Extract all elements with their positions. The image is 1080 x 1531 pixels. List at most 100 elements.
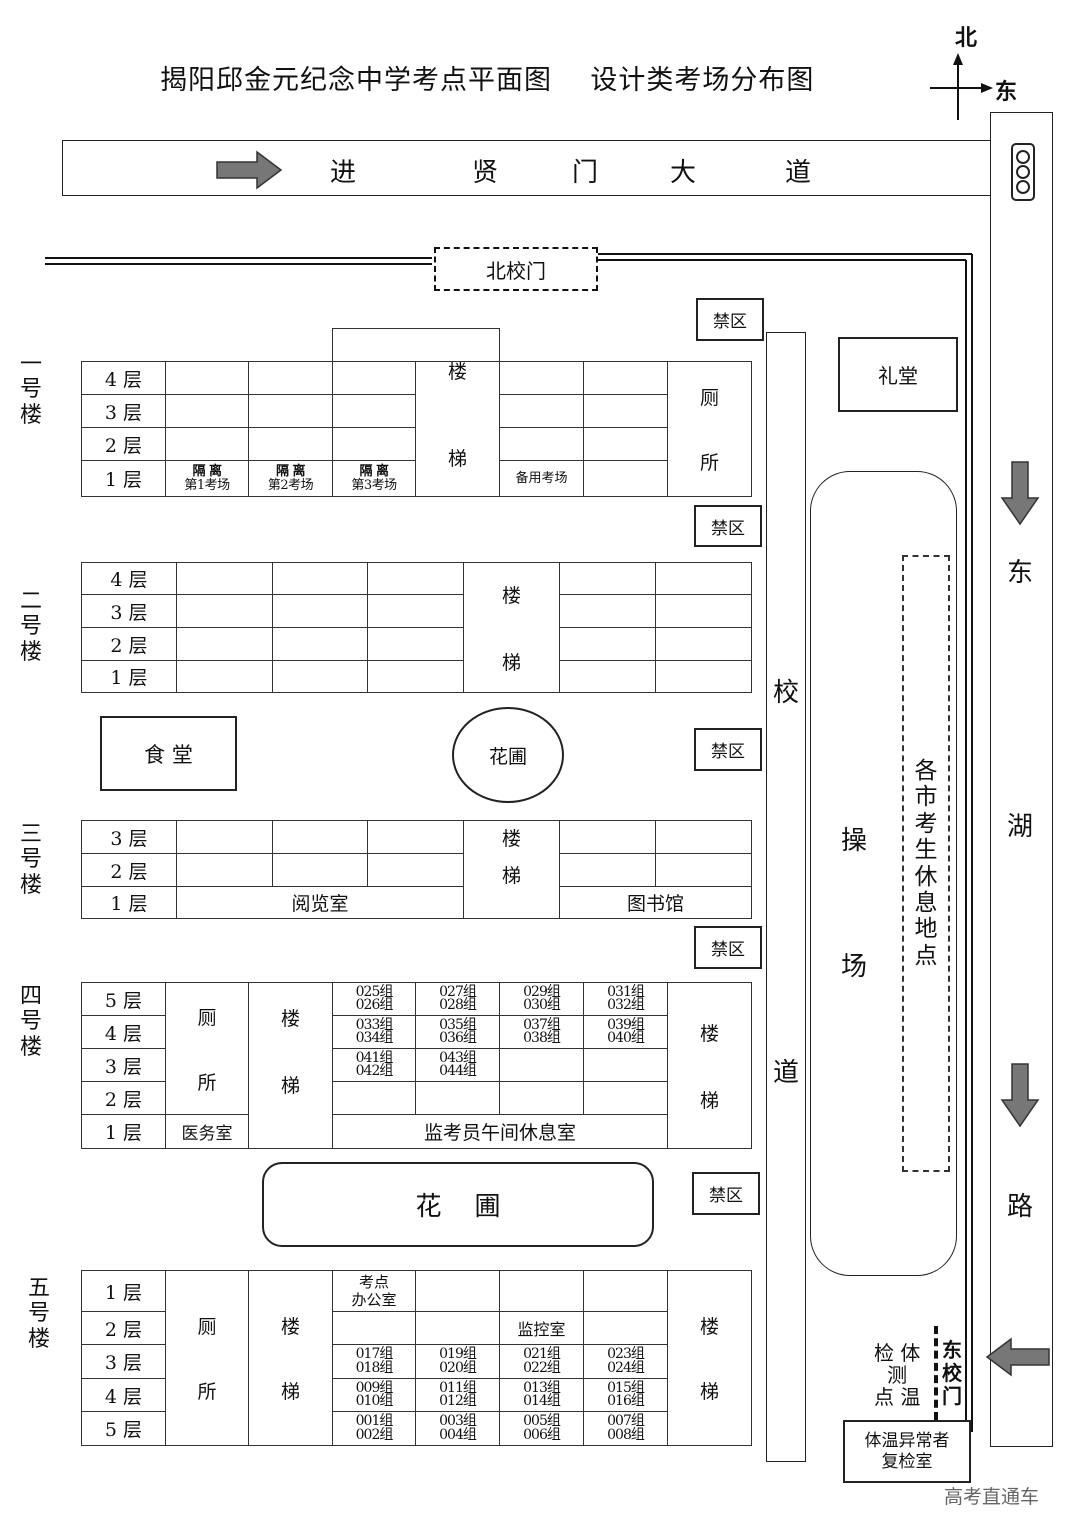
group-label: 021组 — [523, 1346, 561, 1363]
playground-char-1: 操 — [841, 826, 868, 856]
room — [248, 427, 333, 461]
toilet: 厕 所 — [667, 361, 752, 497]
room — [165, 394, 249, 428]
building-label-char: 楼 — [27, 1326, 50, 1352]
stairwell: 楼 梯 — [248, 1270, 333, 1446]
road-right-char-3: 路 — [1007, 1192, 1034, 1222]
compass-east: 东 — [995, 79, 1018, 105]
room — [655, 627, 752, 661]
building-4-label: 四 号 楼 — [16, 980, 46, 1064]
room — [655, 820, 752, 854]
rest-area-char: 市 — [914, 784, 938, 811]
room — [559, 627, 656, 661]
room — [176, 562, 273, 595]
isolation-room-1: 隔 离第1考场 — [165, 460, 249, 497]
room — [655, 562, 752, 595]
floor-label: 3 层 — [81, 394, 166, 428]
group-label: 022组 — [523, 1359, 561, 1376]
room — [367, 820, 464, 854]
room — [165, 427, 249, 461]
stair-label: 梯 — [699, 1089, 719, 1112]
room — [272, 594, 368, 628]
group-label: 008组 — [607, 1426, 645, 1443]
group-label: 003组 — [439, 1413, 477, 1430]
stair-label: 楼 — [501, 584, 521, 607]
isolation-room-label: 第2考场 — [267, 477, 314, 493]
restricted-zone: 禁区 — [692, 1172, 760, 1215]
recheck-line: 复检室 — [881, 1451, 933, 1472]
clinic: 医务室 — [165, 1114, 249, 1149]
room — [559, 820, 656, 854]
floor-label: 3 层 — [81, 594, 177, 628]
campus-road-char-2: 道 — [773, 1058, 800, 1088]
floor-label: 3 层 — [81, 1048, 166, 1082]
floor-label: 1 层 — [81, 1114, 166, 1149]
group-label: 036组 — [439, 1030, 477, 1046]
group-label: 026组 — [355, 997, 394, 1013]
isolation-label: 隔 离 — [192, 463, 222, 479]
isolation-room-label: 第1考场 — [184, 477, 230, 493]
building-label-char: 号 — [19, 1009, 42, 1035]
toilet-label: 所 — [699, 452, 719, 474]
toilet: 厕 所 — [165, 982, 249, 1115]
north-gate: 北校门 — [434, 247, 598, 291]
room — [415, 1311, 500, 1345]
room — [583, 1270, 668, 1312]
east-gate-char: 门 — [942, 1383, 962, 1408]
floor-label: 4 层 — [81, 1378, 166, 1412]
road-top-char-5: 道 — [785, 158, 812, 188]
toilet: 厕 所 — [165, 1270, 249, 1446]
toilet-label: 厕 — [197, 1006, 217, 1029]
group-label: 030组 — [523, 997, 561, 1013]
restricted-zone: 禁区 — [696, 298, 764, 341]
group-label: 020组 — [439, 1359, 477, 1376]
group-label: 032组 — [607, 997, 645, 1013]
rest-area-char: 地 — [914, 916, 938, 943]
group-label: 010组 — [355, 1393, 394, 1409]
proctor-lounge: 监考员午间休息室 — [332, 1114, 668, 1149]
room — [415, 1081, 500, 1115]
group-label: 001组 — [355, 1413, 394, 1430]
down-arrow-icon — [1000, 1063, 1040, 1128]
group-label: 006组 — [523, 1426, 561, 1443]
east-gate-char: 东 — [942, 1337, 962, 1362]
building-label-char: 号 — [19, 377, 42, 403]
stair-label: 楼 — [501, 827, 521, 850]
room — [332, 361, 416, 395]
stairwell: 楼 梯 — [463, 820, 560, 919]
building-label-char: 楼 — [19, 402, 42, 428]
garden-small: 花圃 — [452, 707, 564, 803]
stair-label: 梯 — [280, 1381, 300, 1403]
watermark: 高考直通车 — [944, 1486, 1040, 1508]
temperature-check-point: 检 体 测 点 温 — [874, 1342, 920, 1408]
isolation-label: 隔 离 — [275, 463, 306, 479]
room — [165, 361, 249, 395]
room — [655, 594, 752, 628]
toilet-label: 厕 — [197, 1316, 217, 1338]
building-3-label: 三 号 楼 — [16, 818, 46, 902]
road-direction-arrow-icon — [216, 150, 283, 190]
stair-label: 楼 — [280, 1007, 300, 1030]
room — [272, 627, 368, 661]
floor-label: 5 层 — [81, 1411, 166, 1446]
group-label: 002组 — [355, 1426, 394, 1443]
toilet-label: 所 — [197, 1071, 217, 1094]
room — [655, 853, 752, 887]
group-label: 023组 — [607, 1346, 645, 1363]
room — [332, 427, 416, 461]
group-label: 011组 — [439, 1379, 477, 1396]
group-label: 027组 — [439, 983, 477, 1000]
stairwell: 楼 梯 — [463, 562, 560, 693]
group-label: 016组 — [607, 1393, 645, 1409]
group-label: 014组 — [523, 1393, 561, 1409]
